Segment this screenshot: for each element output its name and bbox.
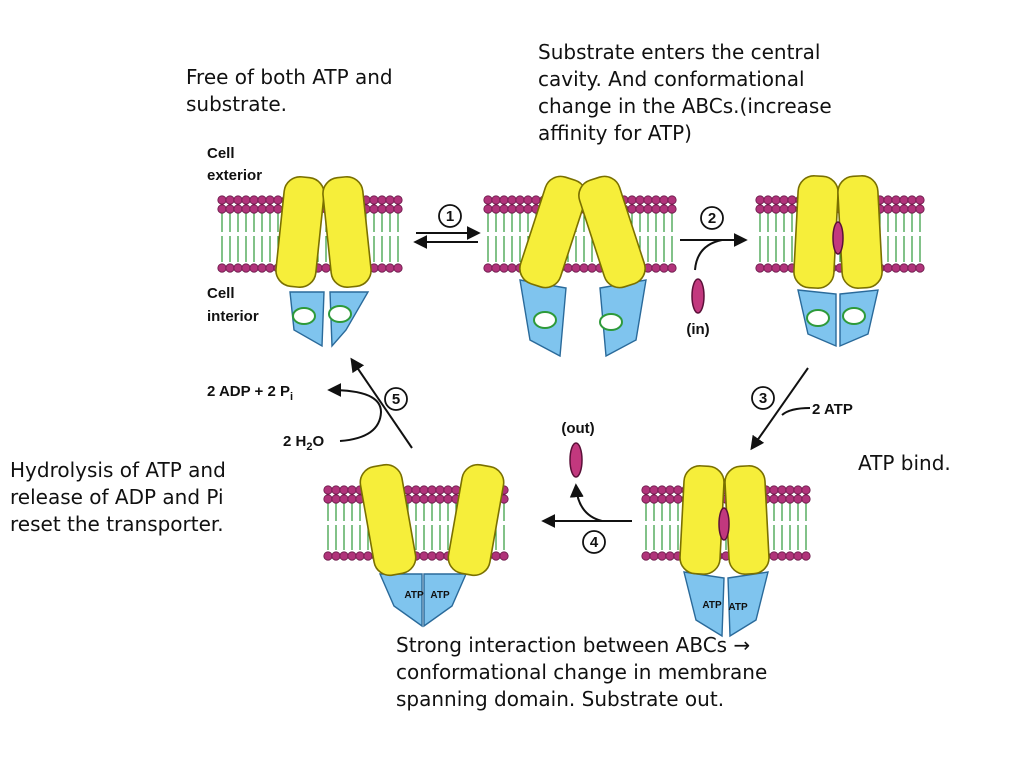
membrane-spanning-domain <box>359 463 417 577</box>
step-3-arrow: 3 2 ATP <box>750 367 853 451</box>
label-water: 2 H2O <box>283 433 324 453</box>
step-1-circle <box>438 204 462 228</box>
nucleotide-binding-loop <box>806 309 830 327</box>
step-2-arrow: 2 (in) <box>680 206 748 338</box>
step-4-circle <box>582 530 606 554</box>
atp-tag: ATP <box>404 590 424 601</box>
nucleotide-binding-loop <box>842 307 866 325</box>
atp-tag: ATP <box>430 590 450 601</box>
state-outward-open: ATP ATP <box>323 463 509 628</box>
note-hydrolysis: Hydrolysis of ATP and release of ADP and… <box>10 458 226 536</box>
note-atp-bind: ATP bind. <box>858 451 951 475</box>
membrane-spanning-domain <box>447 463 505 577</box>
label-products: 2 ADP + 2 Pi <box>207 383 293 403</box>
step-3-number: 3 <box>759 390 767 407</box>
membrane-spanning-domain <box>275 175 325 289</box>
step-2-number: 2 <box>708 210 716 227</box>
label-cell-exterior-1: Cell <box>207 145 235 162</box>
abc-domain <box>423 573 468 628</box>
state-inward-open <box>483 175 677 358</box>
label-substrate-in: (in) <box>686 321 709 338</box>
membrane-spanning-domain <box>793 175 839 289</box>
membrane-spanning-domain <box>679 465 725 575</box>
note-strong-interaction: Strong interaction between ABCs → confor… <box>396 633 768 711</box>
nucleotide-binding-loop <box>533 311 557 329</box>
membrane-spanning-domain <box>578 175 646 289</box>
atp-tag: ATP <box>702 600 722 611</box>
note-free-state: Free of both ATP and substrate. <box>186 65 393 116</box>
nucleotide-binding-loop <box>328 305 352 323</box>
transporter-states: ATP ATP ATP ATP <box>217 175 925 638</box>
step-5-arrow: 5 2 ADP + 2 Pi 2 H2O <box>207 357 413 453</box>
step-1-number: 1 <box>446 208 454 225</box>
step-2-circle <box>700 206 724 230</box>
note-substrate-enters: Substrate enters the central cavity. And… <box>538 40 832 145</box>
substrate-in-molecule <box>691 278 705 314</box>
state-resting <box>217 175 403 348</box>
atp-tag: ATP <box>728 602 748 613</box>
label-cell-exterior-2: exterior <box>207 167 262 184</box>
step-5-circle <box>384 387 408 411</box>
bound-substrate <box>832 221 844 255</box>
step-4-arrow: 4 (out) <box>541 420 632 554</box>
nucleotide-binding-loop <box>599 313 623 331</box>
nucleotide-binding-loop <box>292 307 316 325</box>
membrane-spanning-domain <box>724 465 770 575</box>
step-4-number: 4 <box>590 534 599 551</box>
abc-domain <box>683 571 725 638</box>
abc-domain <box>378 573 423 628</box>
membrane-spanning-domain <box>322 175 372 289</box>
membrane-spanning-domain <box>837 175 883 289</box>
membrane-spanning-domain <box>519 175 587 289</box>
label-substrate-out: (out) <box>561 420 594 437</box>
step-1-arrows: 1 <box>413 204 481 249</box>
label-cell-interior-2: interior <box>207 308 259 325</box>
state-atp-bound: ATP ATP <box>641 465 811 638</box>
step-3-circle <box>751 386 775 410</box>
substrate-out-molecule <box>569 442 583 478</box>
bound-substrate <box>718 507 730 541</box>
label-cell-interior-1: Cell <box>207 285 235 302</box>
state-substrate-bound <box>755 175 925 348</box>
label-atp-input: 2 ATP <box>812 401 853 418</box>
step-5-number: 5 <box>392 391 400 408</box>
